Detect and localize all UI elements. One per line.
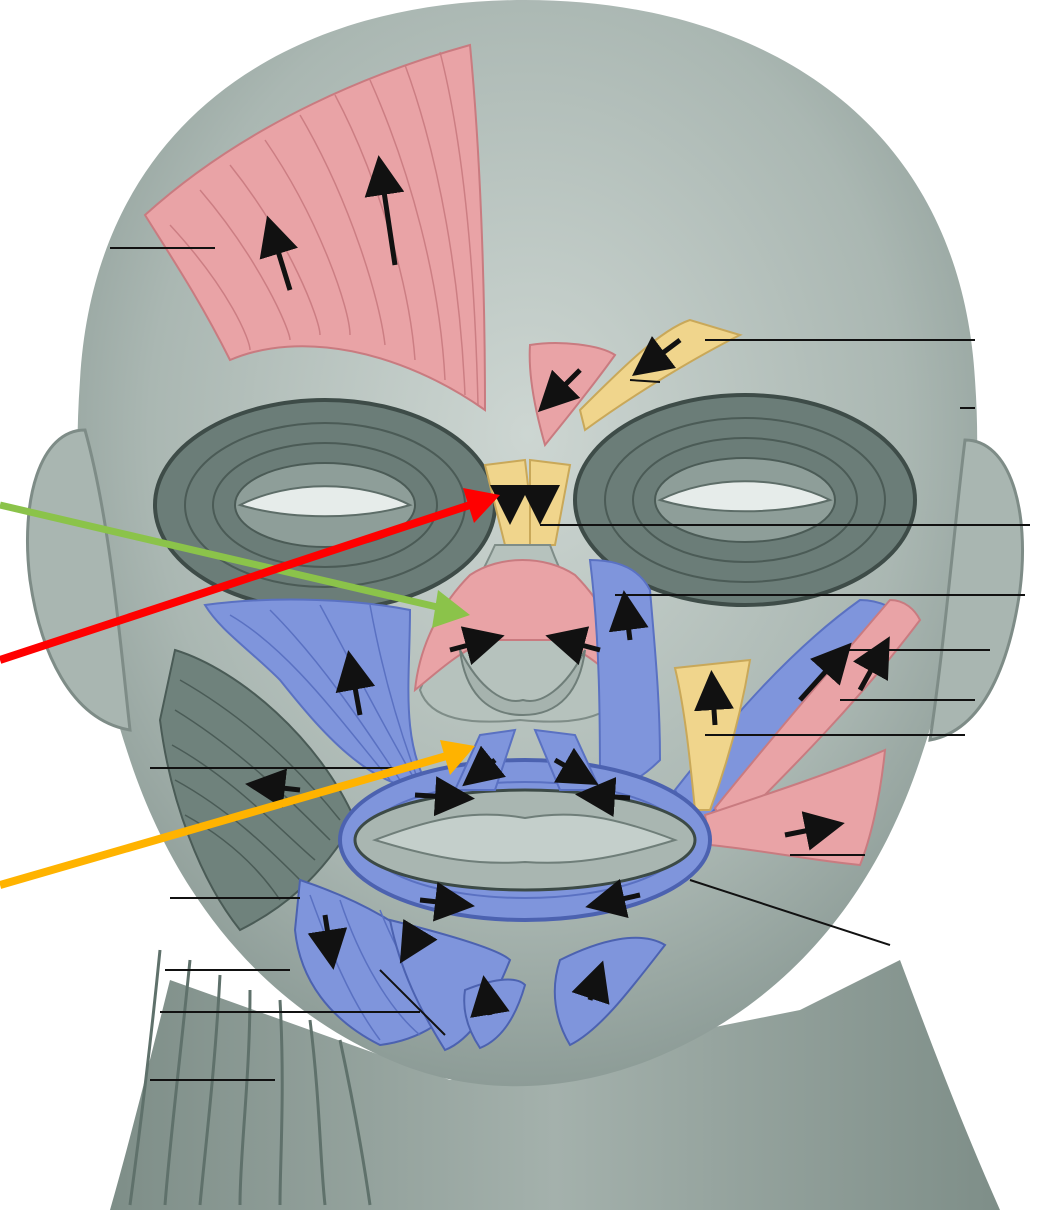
- orbicularis-oris-muscle: [340, 760, 710, 920]
